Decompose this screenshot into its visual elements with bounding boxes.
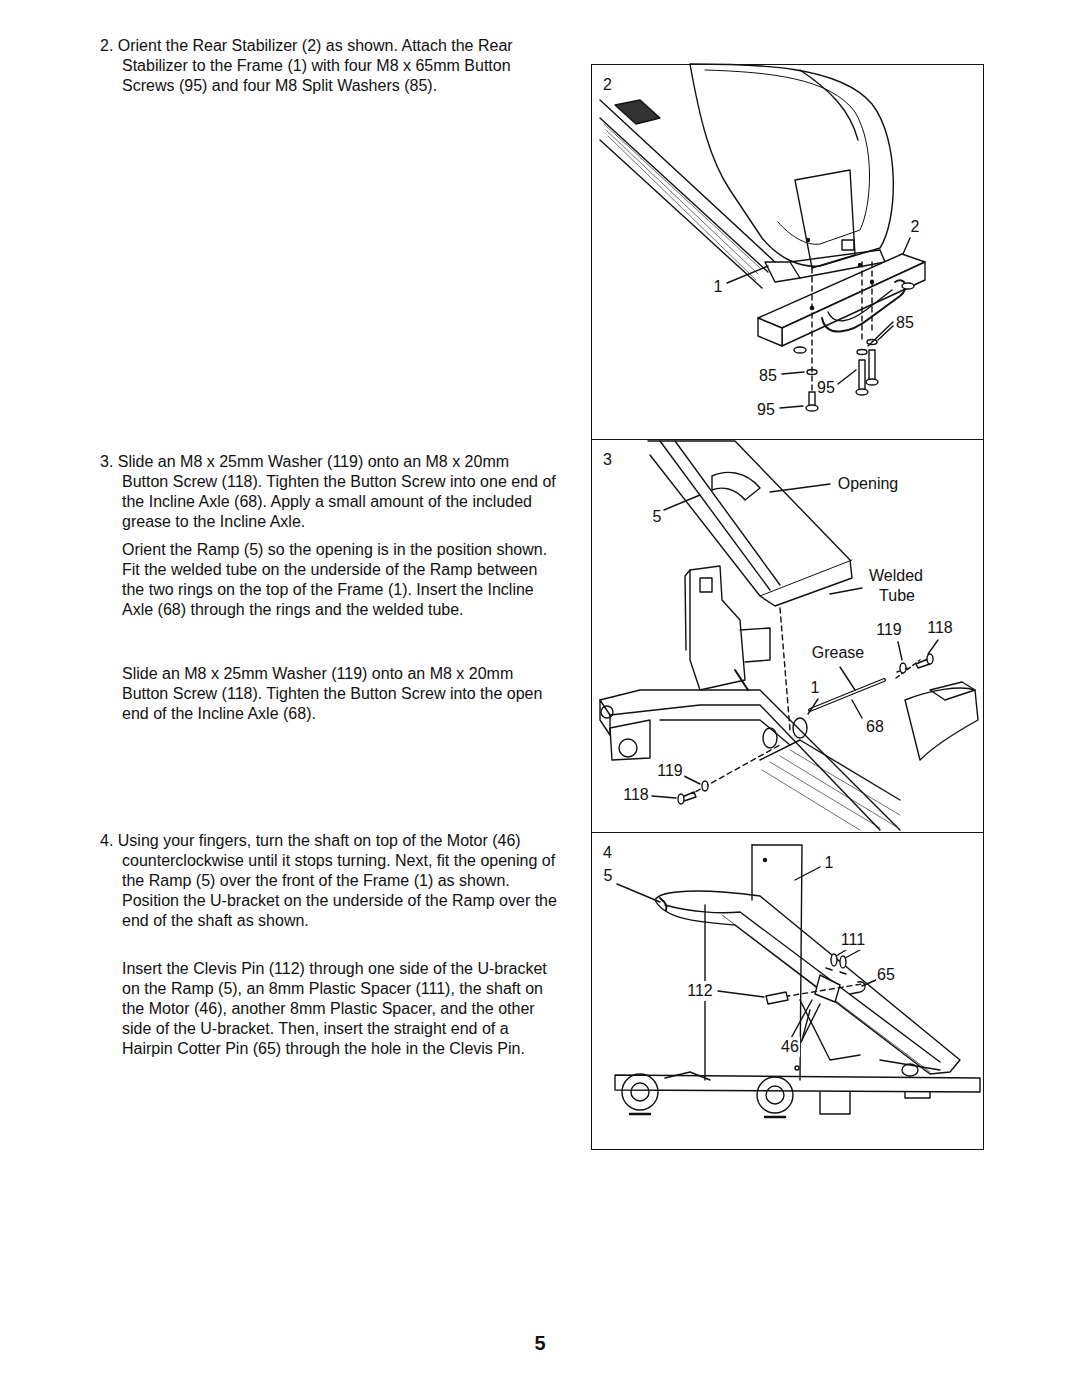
rear-stabilizer-figure [600, 64, 925, 411]
callout-number: Opening [837, 474, 900, 494]
callout-number: 119 [656, 761, 684, 781]
step-number: 3 [603, 450, 612, 470]
callout-number: 2 [910, 217, 921, 237]
callout-number: 68 [865, 717, 885, 737]
callout-number: 118 [926, 618, 954, 638]
step-panel: 3 [591, 439, 984, 833]
ramp-motor-figure [615, 845, 980, 1117]
instruction-text: Orient the Ramp (5) so the opening is in… [122, 540, 558, 620]
step-number: 2 [603, 75, 612, 95]
callout-number: 85 [758, 366, 778, 386]
callout-number: Grease [811, 643, 865, 663]
step-panel: 2 [591, 64, 984, 440]
callout-number: Tube [878, 586, 916, 606]
callout-number: 85 [895, 313, 915, 333]
callout-number: 46 [780, 1037, 800, 1057]
callout-number: 65 [876, 965, 896, 985]
callout-number: 1 [810, 678, 821, 698]
instruction-text: Slide an M8 x 25mm Washer (119) onto an … [122, 664, 558, 724]
callout-number: 111 [840, 930, 866, 950]
page-number: 5 [534, 1333, 545, 1353]
instruction-text: 3. Slide an M8 x 25mm Washer (119) onto … [122, 452, 558, 532]
instruction-text: Insert the Clevis Pin (112) through one … [122, 959, 558, 1059]
callout-number: 119 [875, 620, 903, 640]
callout-number: 5 [603, 866, 614, 886]
callout-number: 95 [816, 378, 836, 398]
step-panel: 4 [591, 832, 984, 1150]
callout-number: 118 [622, 785, 650, 805]
instruction-text: 4. Using your fingers, turn the shaft on… [122, 831, 558, 931]
instruction-text: 2. Orient the Rear Stabilizer (2) as sho… [122, 36, 558, 96]
callout-number: 112 [686, 981, 714, 1001]
callout-number: 5 [652, 507, 663, 527]
step-number: 4 [603, 843, 612, 863]
callout-number: 1 [713, 277, 724, 297]
callout-number: 1 [824, 853, 835, 873]
callout-number: 95 [756, 400, 776, 420]
callout-number: Welded [868, 566, 924, 586]
ramp-axle-figure [600, 441, 978, 830]
